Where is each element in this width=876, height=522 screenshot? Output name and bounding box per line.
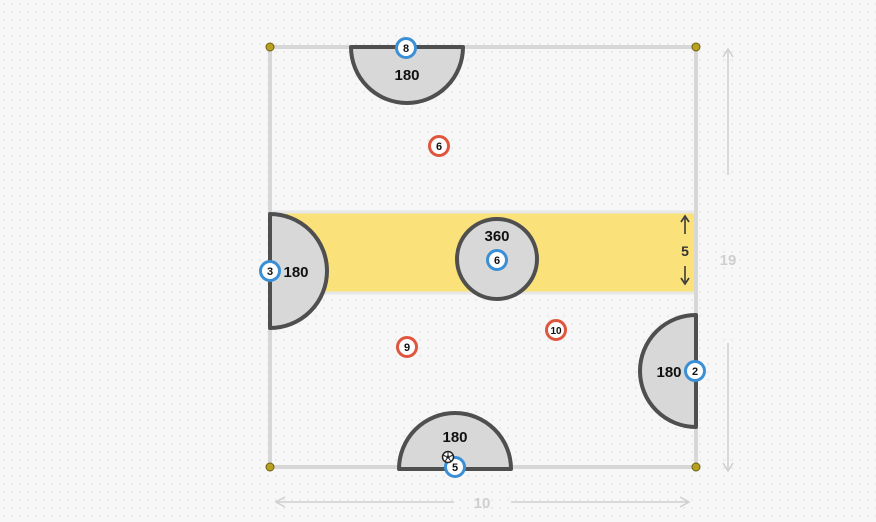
red-marker-6[interactable]: 6 [428, 135, 450, 157]
red-marker-9[interactable]: 9 [396, 336, 418, 358]
corner-post-top-right [691, 42, 701, 52]
svg-text:2: 2 [692, 366, 698, 378]
width-dimension [274, 496, 691, 508]
zone-left[interactable]: 180 [268, 212, 329, 330]
width-label: 10 [474, 495, 491, 512]
blue-marker-8[interactable]: 8 [395, 37, 417, 59]
blue-marker-2[interactable]: 2 [684, 360, 706, 382]
zone-right-label: 180 [656, 364, 681, 381]
corner-post-bottom-left [265, 462, 275, 472]
zone-right[interactable]: 180 [638, 313, 698, 429]
svg-text:8: 8 [403, 43, 409, 55]
svg-text:10: 10 [550, 326, 562, 337]
svg-text:5: 5 [452, 462, 458, 474]
zone-left-label: 180 [283, 264, 308, 281]
soccer-ball-icon[interactable] [441, 450, 455, 464]
lane-width-label: 5 [681, 243, 689, 259]
lane-width-dimension [680, 214, 690, 286]
svg-text:6: 6 [436, 141, 442, 153]
zone-top-label: 180 [394, 67, 419, 84]
red-marker-10[interactable]: 10 [545, 319, 567, 341]
blue-marker-6[interactable]: 6 [486, 249, 508, 271]
height-dimension [722, 47, 734, 473]
svg-text:6: 6 [494, 255, 500, 267]
blue-marker-3[interactable]: 3 [259, 260, 281, 282]
corner-post-top-left [265, 42, 275, 52]
zone-center-label: 360 [484, 228, 509, 245]
height-label: 19 [720, 252, 737, 269]
svg-text:3: 3 [267, 266, 273, 278]
corner-posts [265, 42, 701, 472]
svg-text:9: 9 [404, 342, 410, 354]
corner-post-bottom-right [691, 462, 701, 472]
zone-bottom[interactable]: 180 [397, 411, 513, 471]
zone-top[interactable]: 180 [349, 45, 465, 105]
zone-bottom-label: 180 [442, 429, 467, 446]
